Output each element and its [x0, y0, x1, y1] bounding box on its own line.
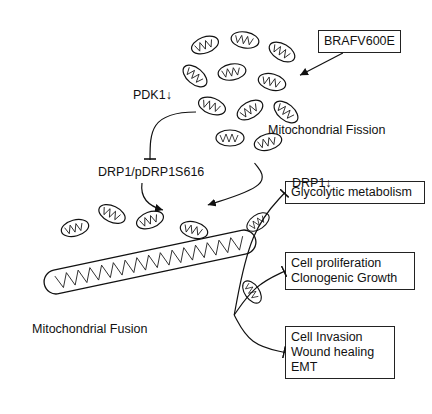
fused-mitochondria [42, 201, 273, 307]
outcome-box: Cell proliferation Clonogenic Growth [285, 252, 415, 290]
mitochondrion [270, 97, 302, 127]
mitochondrion [234, 96, 266, 124]
node-text: Cell Invasion Wound healing EMT [291, 330, 389, 375]
mitochondrion [239, 278, 265, 307]
inhibition-line [150, 112, 196, 160]
inhibition-connector [234, 193, 285, 316]
mitochondrion [266, 38, 298, 66]
outcome-box: Cell Invasion Wound healing EMT [285, 326, 395, 379]
mitochondrion [189, 33, 221, 58]
mitochondrion [178, 219, 209, 242]
mitochondrion [216, 130, 244, 146]
stimulus-box: BRAFV600E [318, 30, 401, 53]
activation-arrow [142, 183, 163, 210]
inhibition-connector [234, 315, 285, 353]
arrow-connector [208, 163, 262, 205]
mitochondrion [256, 71, 287, 94]
fusion-cluster: Mitochondrial Fusion [35, 205, 275, 315]
mitochondrion [196, 94, 228, 119]
mitochondrion [230, 30, 260, 51]
arrow-connector [300, 53, 343, 75]
elongated-mitochondrion [42, 228, 258, 296]
mitochondrion [217, 62, 247, 83]
mitochondrion [244, 209, 273, 235]
edge-label: DRP1↓ [292, 176, 332, 191]
node-text: Mitochondrial Fission [268, 123, 385, 138]
mitochondrion [96, 201, 128, 227]
node-text: Mitochondrial Fusion [32, 322, 147, 337]
node-text: Cell proliferation Clonogenic Growth [291, 256, 409, 286]
mitochondrion [134, 208, 166, 233]
fission-cluster: Mitochondrial Fission [170, 28, 300, 163]
inhibition-connector [234, 271, 285, 315]
mitochondrion [179, 61, 211, 91]
regulator-label: PDK1↓ [133, 88, 172, 103]
node-text: BRAFV600E [324, 34, 395, 49]
mitochondrion [59, 217, 90, 240]
protein-label: DRP1/pDRP1S616 [98, 165, 204, 180]
